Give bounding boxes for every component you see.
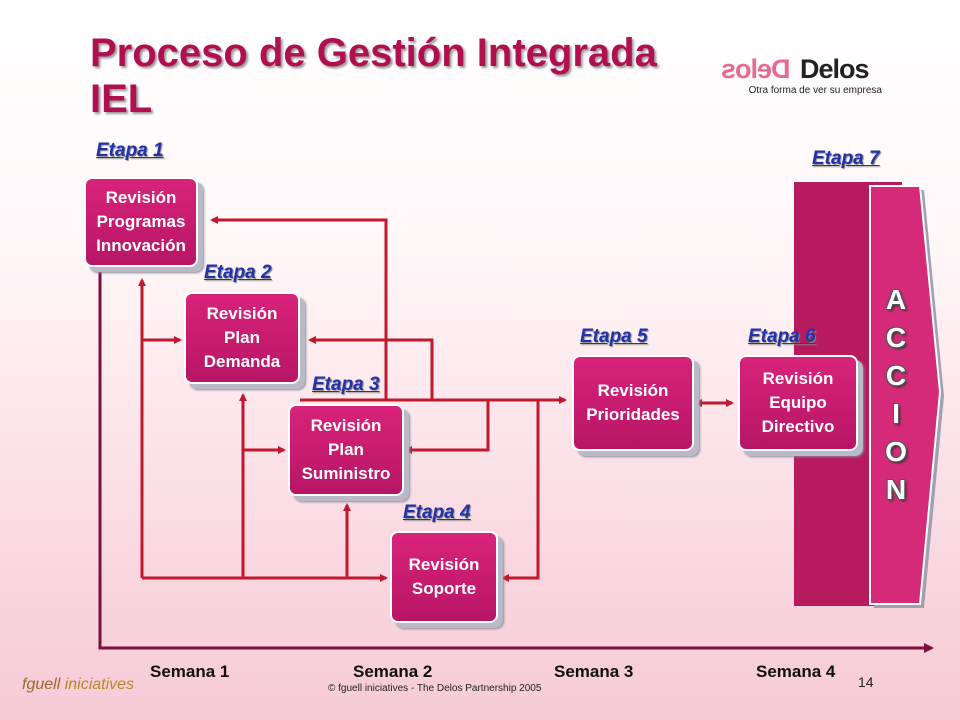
accion-letter-c2: C — [885, 360, 907, 391]
box4-line2: Soporte — [411, 579, 477, 598]
box3-line1: Revisión — [310, 416, 382, 435]
stage-label-2: Etapa 2 — [204, 262, 272, 283]
box-revision-soporte: Revisión Soporte — [390, 531, 498, 623]
box-revision-plan-suministro: Revisión Plan Suministro — [288, 404, 404, 496]
stage-label-4: Etapa 4 — [403, 502, 471, 523]
box2-line1: Revisión — [206, 304, 278, 323]
accion-letter-c1: C — [885, 322, 907, 353]
box6-line3: Directivo — [761, 417, 835, 436]
box-revision-prioridades: Revisión Prioridades — [572, 355, 694, 451]
delos-logo: Delos Delos Otra forma de ver su empresa — [722, 54, 892, 104]
logo-tagline: Otra forma de ver su empresa — [748, 85, 882, 96]
box1-line3: Innovación — [96, 236, 186, 255]
accion-letter-o: O — [885, 436, 907, 467]
fguell-logo: fguell iniciatives — [22, 676, 134, 694]
stage-label-5: Etapa 5 — [580, 326, 648, 347]
box5-line2: Prioridades — [586, 405, 680, 424]
page-number: 14 — [858, 674, 874, 690]
box6-line1: Revisión — [762, 369, 834, 388]
week-label-4: Semana 4 — [756, 662, 836, 681]
week-label-1: Semana 1 — [150, 662, 230, 681]
week-label-3: Semana 3 — [554, 662, 634, 681]
fguell-logo-second: iniciatives — [64, 676, 135, 693]
week-label-2: Semana 2 — [353, 662, 433, 681]
box3-line3: Suministro — [301, 464, 391, 483]
logo-main-text: Delos — [800, 54, 870, 84]
fguell-logo-first: fguell — [22, 676, 61, 693]
box-revision-programas-innovacion: Revisión Programas Innovación — [84, 177, 198, 267]
accion-letter-i: I — [892, 398, 900, 429]
box1-line1: Revisión — [105, 188, 177, 207]
accion-letter-a: A — [885, 284, 907, 315]
copyright-text: © fguell iniciatives - The Delos Partner… — [328, 683, 542, 694]
box2-line3: Demanda — [203, 352, 281, 371]
box2-line2: Plan — [224, 328, 260, 347]
box-revision-equipo-directivo: Revisión Equipo Directivo — [738, 355, 858, 451]
box4-line1: Revisión — [408, 555, 480, 574]
accion-letter-n: N — [885, 474, 907, 505]
box1-line2: Programas — [96, 212, 186, 231]
stage-label-7: Etapa 7 — [812, 148, 880, 169]
box5-line1: Revisión — [597, 381, 669, 400]
stage-label-6: Etapa 6 — [748, 326, 816, 347]
page-title: Proceso de Gestión Integrada IEL — [90, 31, 657, 121]
box3-line2: Plan — [328, 440, 364, 459]
stage-label-1: Etapa 1 — [96, 140, 164, 161]
stage-label-3: Etapa 3 — [312, 374, 380, 395]
box-revision-plan-demanda: Revisión Plan Demanda — [184, 292, 300, 384]
box6-line2: Equipo — [769, 393, 827, 412]
